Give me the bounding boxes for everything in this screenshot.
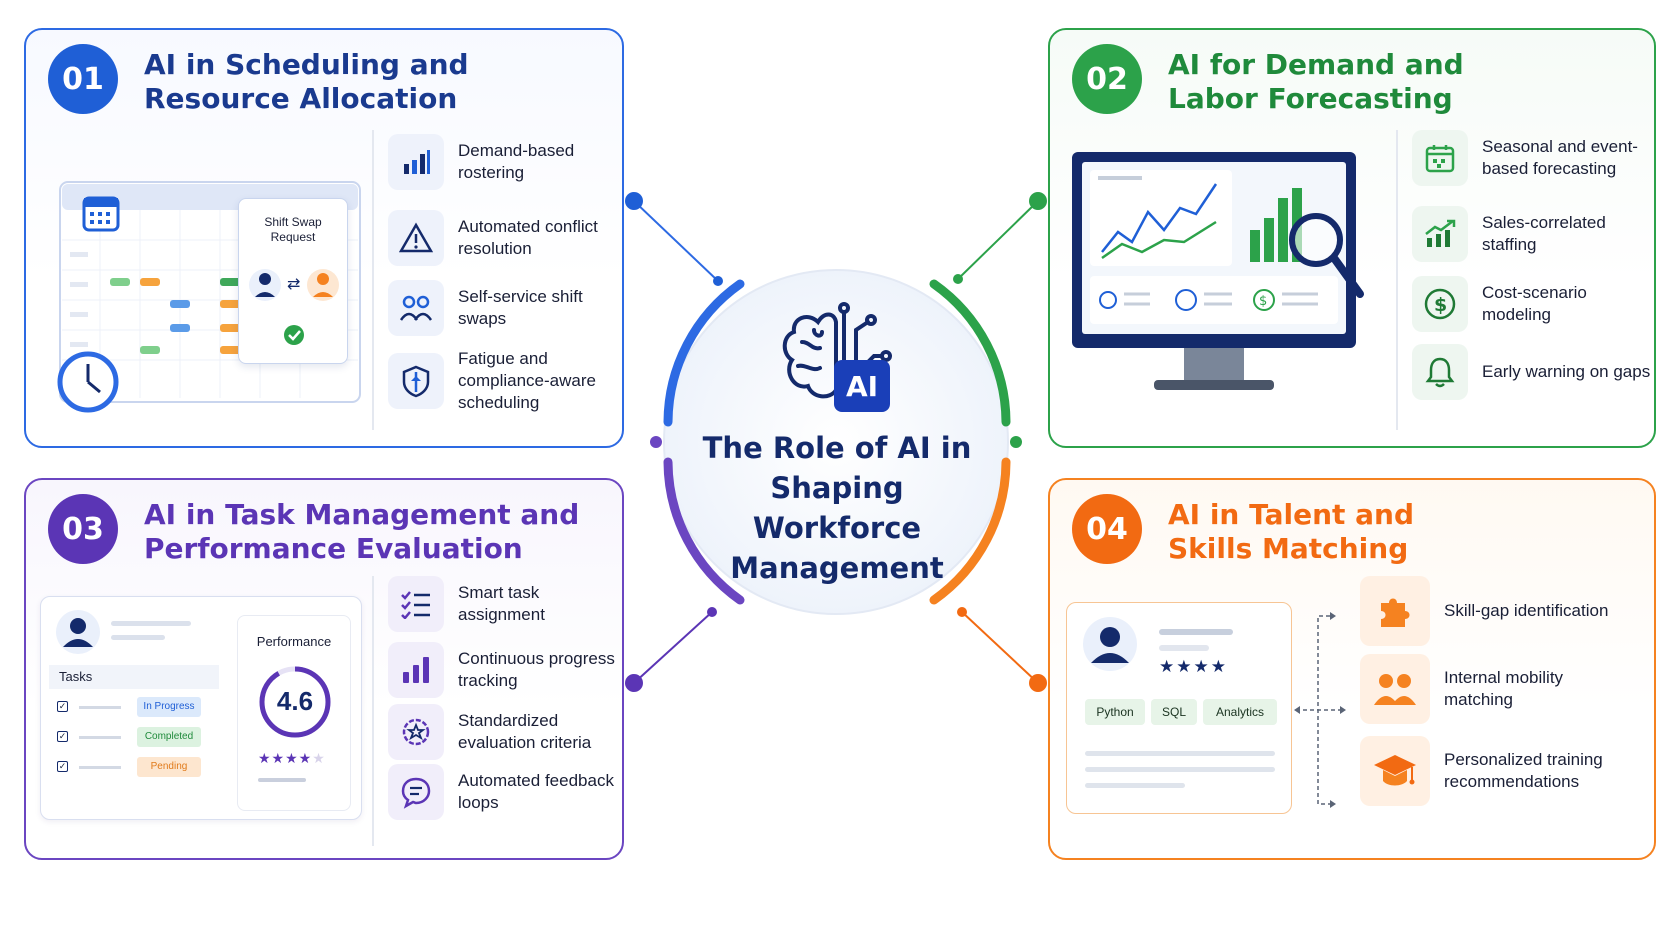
feature-label: Fatigue and compliance-aware scheduling: [458, 349, 596, 412]
feature-demand-rostering[interactable]: Demand-based rostering: [388, 134, 628, 190]
feature-label: Standardized evaluation criteria: [458, 711, 592, 752]
feature-sales-staffing[interactable]: Sales-correlated staffing: [1412, 206, 1652, 262]
feature-label: Internal mobility matching: [1444, 668, 1564, 709]
graduation-cap-icon: [1360, 736, 1430, 806]
people-icon: [1360, 654, 1430, 724]
feature-label: Automated feedback loops: [458, 771, 614, 812]
user-avatar: [1083, 617, 1137, 671]
skill-tag-sql[interactable]: SQL: [1151, 699, 1197, 725]
checklist-icon: [388, 576, 444, 632]
status-badge: Completed: [137, 727, 201, 747]
shield-icon: [388, 353, 444, 409]
feature-label: Personalized training recommendations: [1444, 750, 1603, 791]
feature-label: Automated conflict resolution: [458, 217, 598, 258]
forecast-monitor-illustration: $: [1072, 152, 1364, 390]
user-avatar: [56, 610, 100, 654]
svg-text:$: $: [1259, 294, 1267, 309]
checkbox-icon[interactable]: ✓: [57, 761, 68, 772]
swap-title: Shift Swap: [264, 215, 322, 229]
feature-evaluation-criteria[interactable]: Standardized evaluation criteria: [388, 704, 628, 760]
feature-label: Continuous progress tracking: [458, 649, 615, 690]
talent-profile-card: ★★★★ Python SQL Analytics: [1066, 602, 1292, 814]
svg-text:⇄: ⇄: [287, 274, 300, 293]
status-badge: Pending: [137, 757, 201, 777]
feature-conflict-resolution[interactable]: Automated conflict resolution: [388, 210, 628, 266]
puzzle-icon: [1360, 576, 1430, 646]
feature-label: Cost-scenario modeling: [1482, 283, 1587, 324]
swap-subtitle: Request: [270, 230, 316, 244]
feature-skill-gap[interactable]: Skill-gap identification: [1360, 576, 1634, 646]
feature-early-warning[interactable]: Early warning on gaps: [1412, 344, 1652, 400]
card-number: 01: [48, 44, 118, 114]
brain-icon: [782, 302, 892, 399]
svg-text:$: $: [1434, 294, 1447, 316]
calendar-icon: [1412, 130, 1468, 186]
feature-training-recommendations[interactable]: Personalized training recommendations: [1360, 736, 1634, 806]
feature-progress-tracking[interactable]: Continuous progress tracking: [388, 642, 628, 698]
performance-label: Performance: [256, 634, 332, 649]
feature-shift-swaps[interactable]: Self-service shift swaps: [388, 280, 628, 336]
feature-label: Smart task assignment: [458, 583, 545, 624]
ai-badge: AI: [845, 369, 879, 403]
feature-label: Sales-correlated staffing: [1482, 213, 1606, 254]
center-title: The Role of AI in Shaping Workforce Mana…: [702, 431, 972, 585]
warning-icon: [388, 210, 444, 266]
tasks-label: Tasks: [49, 665, 219, 689]
growth-chart-icon: [1412, 206, 1468, 262]
feature-feedback-loops[interactable]: Automated feedback loops: [388, 764, 628, 820]
badge-icon: [388, 704, 444, 760]
feature-cost-scenario[interactable]: $ Cost-scenario modeling: [1412, 276, 1652, 332]
chat-icon: [388, 764, 444, 820]
dollar-icon: $: [1412, 276, 1468, 332]
status-badge: In Progress: [137, 697, 201, 717]
feature-fatigue-compliance[interactable]: Fatigue and compliance-aware scheduling: [388, 348, 628, 414]
feature-label: Self-service shift swaps: [458, 287, 583, 328]
feature-smart-task-assignment[interactable]: Smart task assignment: [388, 576, 628, 632]
task-row[interactable]: ✓ Pending: [57, 757, 225, 779]
feature-internal-mobility[interactable]: Internal mobility matching: [1360, 654, 1634, 724]
skill-tag-python[interactable]: Python: [1085, 699, 1145, 725]
bar-chart-icon: [388, 134, 444, 190]
swap-avatars: ⇄: [249, 269, 339, 345]
task-row[interactable]: ✓ Completed: [57, 727, 225, 749]
feature-label: Demand-based rostering: [458, 141, 575, 182]
task-row[interactable]: ✓ In Progress: [57, 697, 225, 719]
feature-seasonal-forecasting[interactable]: Seasonal and event-based forecasting: [1412, 130, 1652, 186]
people-icon: [388, 280, 444, 336]
feature-label: Skill-gap identification: [1444, 601, 1609, 620]
score-ring: [259, 666, 331, 738]
shift-swap-popup[interactable]: Shift Swap Request ⇄: [238, 198, 348, 364]
bar-chart-icon: [388, 642, 444, 698]
feature-label: Early warning on gaps: [1482, 362, 1651, 381]
checkbox-icon[interactable]: ✓: [57, 731, 68, 742]
feature-label: Seasonal and event-based forecasting: [1482, 137, 1638, 178]
matching-connector-icon: [1294, 612, 1346, 808]
skill-tag-analytics[interactable]: Analytics: [1203, 699, 1277, 725]
performance-score: 4.6: [276, 686, 314, 716]
card-number: 03: [48, 494, 118, 564]
rating-star-empty: ★: [312, 750, 326, 766]
card-number: 04: [1072, 494, 1142, 564]
rating-stars: ★★★★: [258, 750, 313, 766]
rating-stars: ★★★★: [1159, 657, 1228, 676]
checkbox-icon[interactable]: ✓: [57, 701, 68, 712]
performance-panel: Performance 4.6 ★★★★★: [237, 615, 351, 811]
task-panel: Tasks ✓ In Progress ✓ Completed ✓ Pendin…: [40, 596, 362, 820]
bell-icon: [1412, 344, 1468, 400]
card-number: 02: [1072, 44, 1142, 114]
